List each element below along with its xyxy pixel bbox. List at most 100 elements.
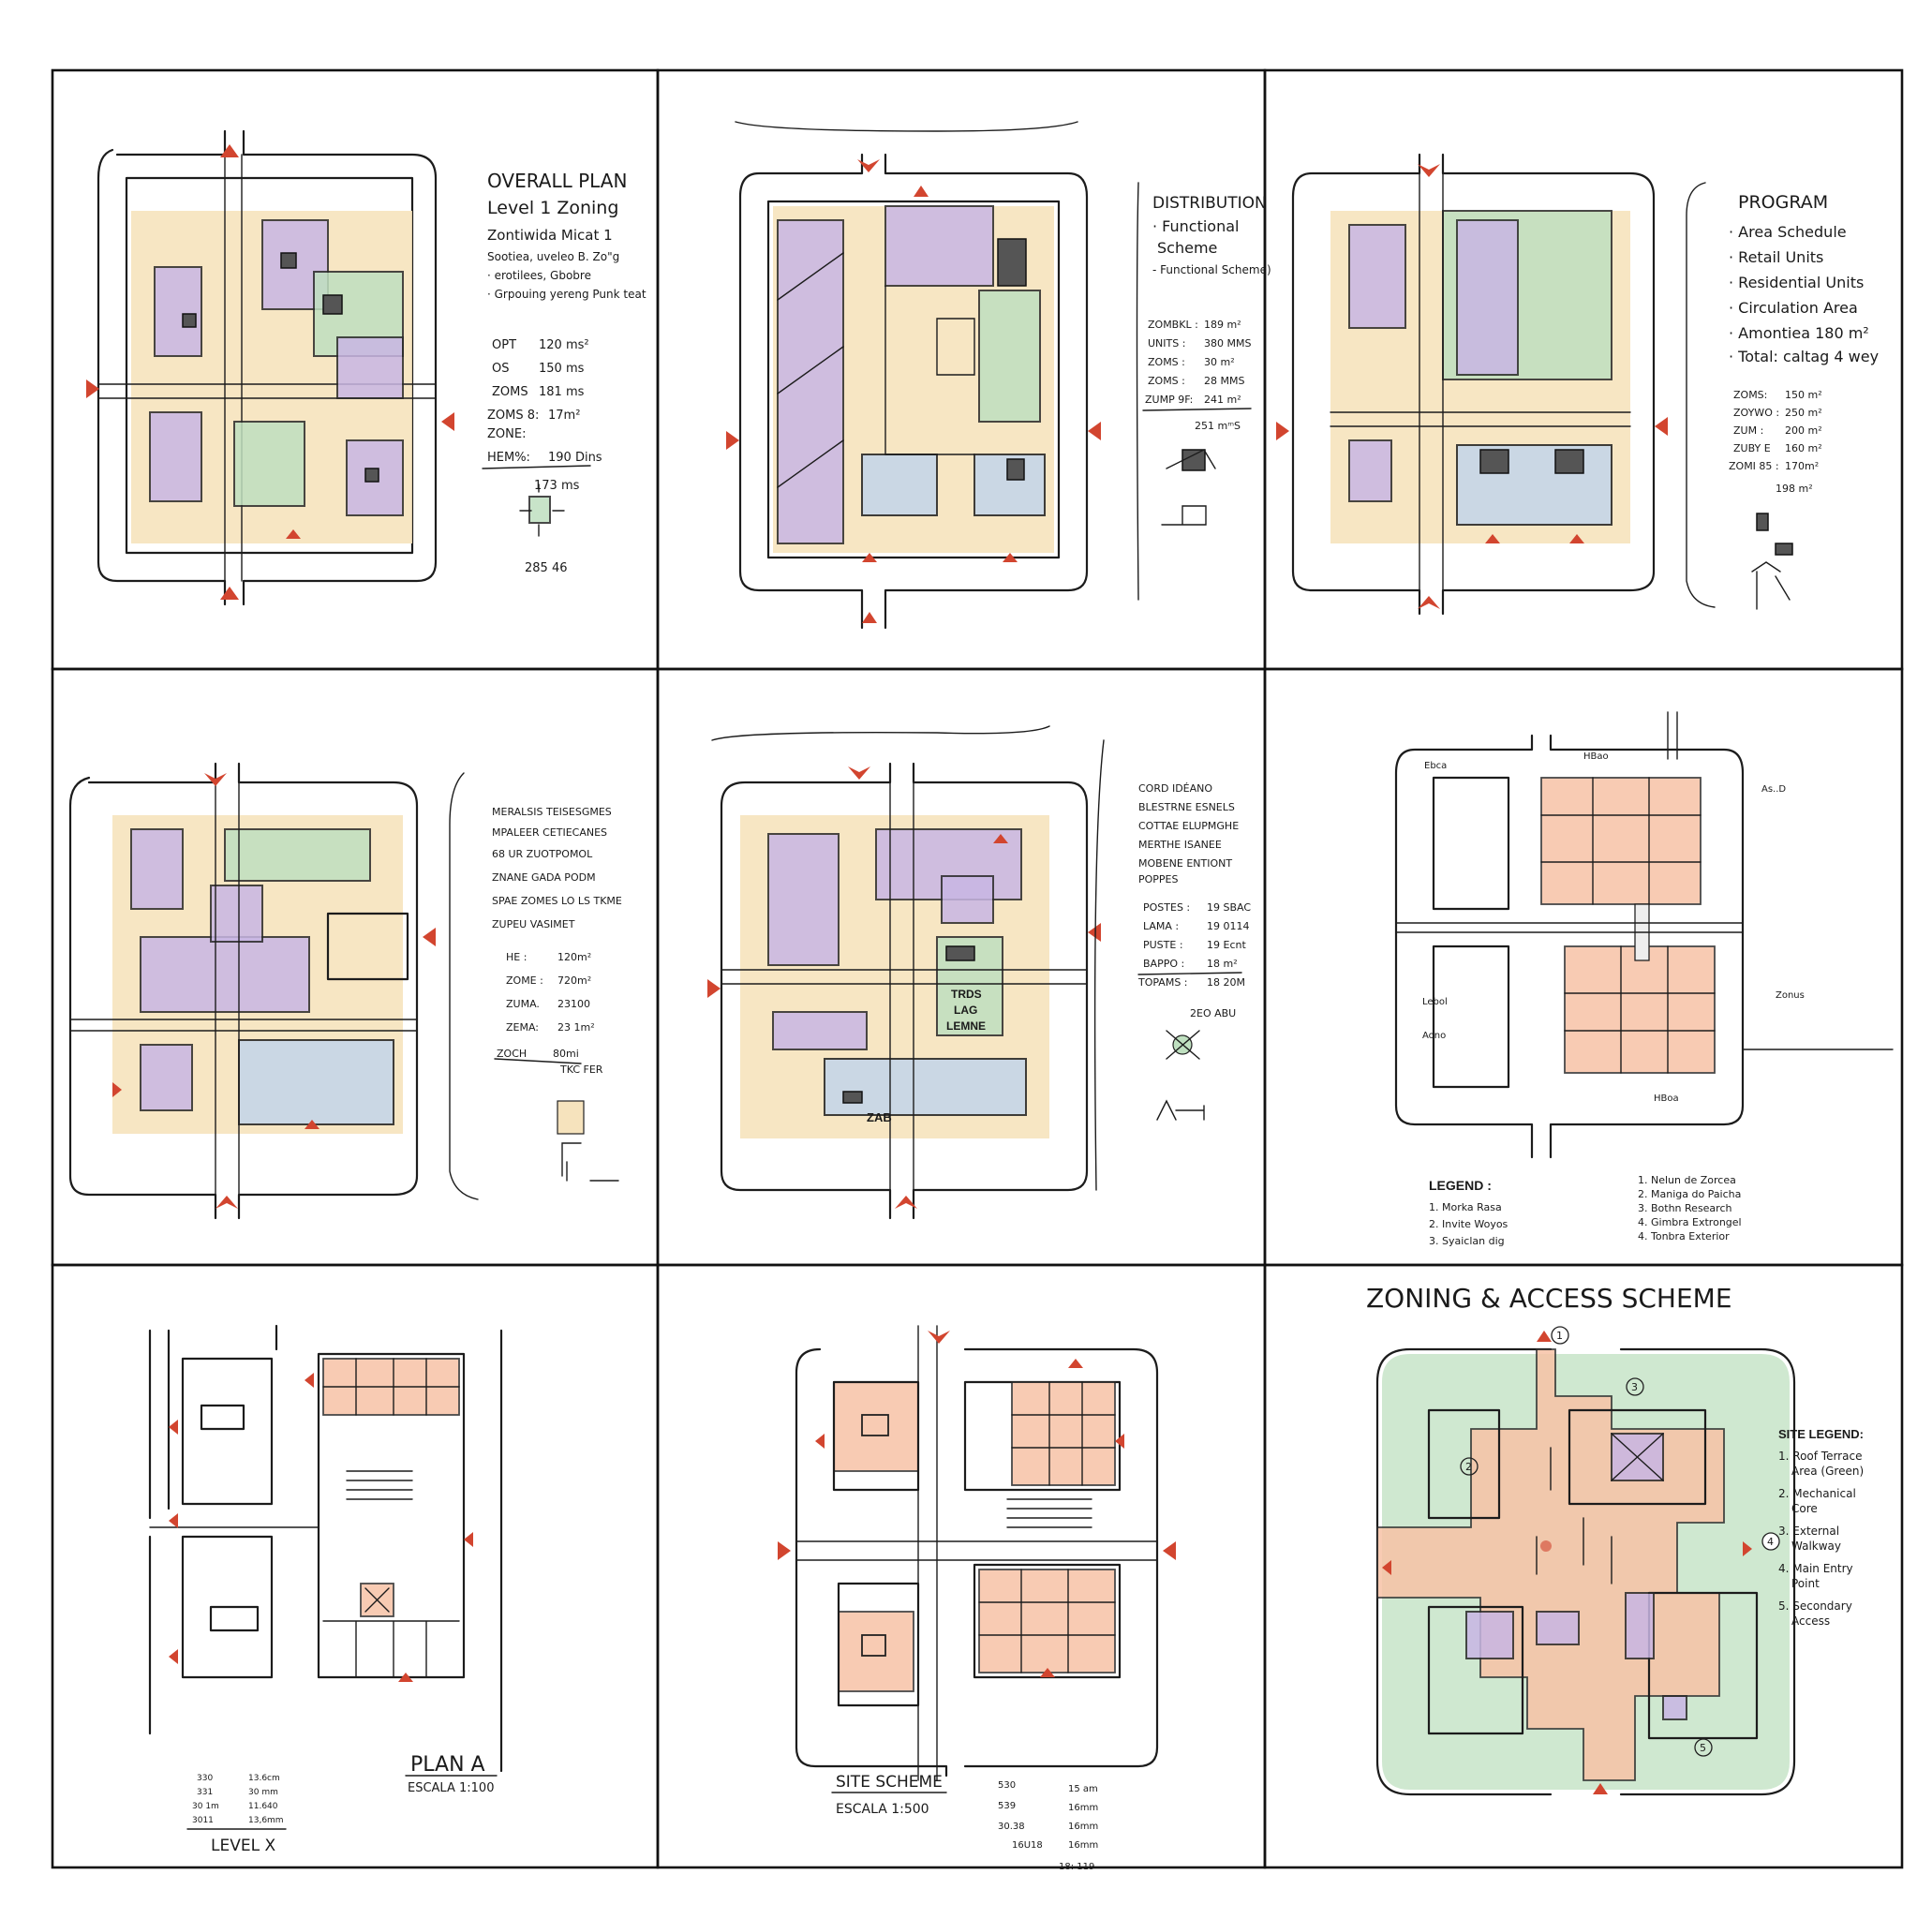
p5-area-value: 19 SBAC (1207, 901, 1251, 914)
panel-zoning-access: ZONING & ACCESS SCHEME 1 2 3 4 5 (1366, 1283, 1864, 1796)
p5-zab-label: ZAB (867, 1110, 892, 1124)
p6-legend-item: 1. Morka Rasa (1429, 1201, 1502, 1213)
p9-legend-title: SITE LEGEND: (1778, 1427, 1864, 1441)
p9-legend-item: 3. External (1778, 1525, 1839, 1538)
p4-area-value: 80mi (553, 1048, 579, 1060)
p7-footer: LEVEL X (211, 1837, 275, 1855)
p5-area-value: 18 20M (1207, 976, 1245, 989)
p1-note: Sootiea, uveleo B. Zo"g (487, 250, 619, 263)
p5-area-value: 18 m² (1207, 958, 1238, 970)
p5-note: BLESTRNE ESNELS (1138, 801, 1235, 813)
p1-note: Zontiwida Micat 1 (487, 227, 613, 244)
p6-label: Aono (1422, 1031, 1446, 1041)
p2-area-label: ZOMBKL : (1148, 319, 1198, 331)
p1-area-value: 17m² (548, 409, 580, 423)
p3-item: · Retail Units (1729, 248, 1823, 266)
p8-area-label: 30.38 (998, 1822, 1025, 1832)
p3-item: · Residential Units (1729, 274, 1864, 291)
p1-area-label: OS (492, 362, 509, 376)
p9-title: ZONING & ACCESS SCHEME (1366, 1283, 1732, 1314)
p7-area-label: 331 (197, 1788, 213, 1797)
p9-marker: 2 (1465, 1461, 1472, 1473)
p3-area-label: ZUM : (1733, 424, 1763, 437)
p2-subtitle: Scheme (1157, 239, 1217, 257)
p7-area-label: 30 1m (192, 1802, 219, 1811)
p8-area-label: 16U18 (1012, 1840, 1043, 1851)
p4-note: MPALEER CETIECANES (492, 826, 607, 839)
p3-area-value: 200 m² (1785, 424, 1822, 437)
p6-legend-item: 3. Syaiclan dig (1429, 1235, 1505, 1247)
p4-area-value: 23100 (557, 998, 590, 1010)
p7-title: PLAN A (410, 1753, 485, 1777)
p4-note: SPAE ZOMES LO LS TKME (492, 895, 622, 907)
p8-area-label: 539 (998, 1801, 1016, 1811)
p2-area-label: UNITS : (1148, 337, 1185, 350)
p8-area-value: 16mm (1068, 1803, 1098, 1813)
panel-frames (51, 68, 1904, 1869)
panel-site-scheme: SITE SCHEME ESCALA 1:500 530 15 am 539 1… (778, 1325, 1176, 1872)
p1-footer: 285 46 (525, 561, 568, 575)
p2-area-label: ZOMS : (1148, 356, 1185, 368)
p9-legend-item: 1. Roof Terrace (1778, 1450, 1862, 1463)
panel-zoning-detail: MERALSIS TEISESGMES MPALEER CETIECANES 6… (68, 762, 622, 1220)
p1-area-label: ZOMS 8: (487, 409, 539, 423)
p2-area-label: ZOMS : (1148, 375, 1185, 387)
p5-area-label: BAPPO : (1143, 958, 1184, 970)
p4-footer: TKC FER (559, 1064, 603, 1076)
p6-label: Lebol (1422, 997, 1448, 1007)
p6-label: As..D (1761, 784, 1786, 795)
p4-area-value: 120m² (557, 951, 591, 963)
p9-marker: 4 (1767, 1536, 1774, 1548)
panel-overall-plan: OVERALL PLAN Level 1 Zoning Zontiwida Mi… (86, 129, 646, 606)
p1-title: OVERALL PLAN (487, 170, 627, 192)
p1-area-value: 190 Dins (548, 451, 602, 465)
p8-area-value: 16mm (1068, 1822, 1098, 1832)
p3-title: PROGRAM (1738, 192, 1828, 213)
panel-distribution: DISTRIBUTION · Functional Scheme - Funct… (726, 121, 1271, 630)
p6-label: HBoa (1654, 1093, 1679, 1104)
p2-total: 251 mᵐS (1195, 420, 1241, 432)
p4-area-label: ZUMA. (506, 998, 540, 1010)
p4-area-label: ZEMA: (506, 1021, 539, 1034)
p6-label: Ebca (1424, 761, 1447, 771)
p4-note: 68 UR ZUOTPOMOL (492, 848, 593, 860)
p5-area-label: TOPAMS : (1137, 976, 1188, 989)
p1-sketch-icon (519, 483, 565, 537)
p7-area-value: 30 mm (248, 1788, 278, 1797)
p2-area-value: 189 m² (1204, 319, 1241, 331)
p9-legend-item: Point (1791, 1577, 1820, 1590)
p1-area-label: ZONE: (487, 427, 526, 441)
p8-area-value: 16mm (1068, 1840, 1098, 1851)
p3-total: 198 m² (1776, 483, 1813, 495)
p2-sketch-icon (1161, 449, 1216, 526)
p1-area-value: 120 ms² (539, 338, 589, 352)
p6-legend-title: LEGEND : (1429, 1178, 1492, 1193)
p7-area-value: 11.640 (248, 1802, 278, 1811)
p4-sketch-icon (557, 1100, 619, 1182)
p2-area-value: 241 m² (1204, 394, 1241, 406)
p5-area-value: 19 Ecnt (1207, 939, 1246, 951)
panel-program: PROGRAM · Area Schedule · Retail Units ·… (1276, 153, 1879, 616)
p5-area-value: 19 0114 (1207, 920, 1250, 932)
p9-markers: 1 2 3 4 5 (1460, 1326, 1780, 1757)
p9-marker: 3 (1631, 1381, 1638, 1393)
p5-area-label: PUSTE : (1143, 939, 1183, 951)
p1-total: 173 ms (534, 479, 580, 493)
panel-functional: TRDS LAG LEMNE ZAB CORD IDÉANO BLESTRNE … (707, 725, 1251, 1220)
p3-area-label: ZOMI 85 : (1729, 460, 1779, 472)
p9-legend-item: Walkway (1791, 1540, 1841, 1553)
p3-item: · Area Schedule (1729, 223, 1847, 241)
p2-area-label: ZUMP 9F: (1145, 394, 1193, 406)
p4-area-label: ZOME : (506, 974, 543, 987)
p7-area-label: 330 (197, 1774, 213, 1783)
p5-note: COTTAE ELUPMGHE (1138, 820, 1239, 832)
p3-sketch-icon (1751, 513, 1793, 610)
p3-area-label: ZUBY E (1733, 442, 1771, 454)
p8-extra: 18: 119 (1059, 1862, 1094, 1872)
p4-area-value: 23 1m² (557, 1021, 595, 1034)
p6-label: Zonus (1776, 990, 1805, 1001)
p5-room-label: TRDS (951, 988, 982, 1001)
p1-area-label: HEM%: (487, 451, 530, 465)
p4-area-label: HE : (506, 951, 527, 963)
